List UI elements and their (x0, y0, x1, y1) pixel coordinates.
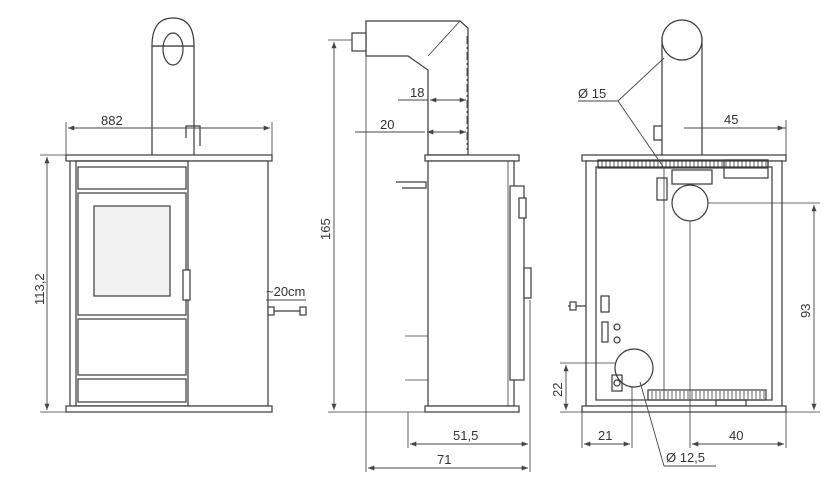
front-glass-window (93, 205, 171, 297)
outlet-height-label: 93 (798, 304, 813, 318)
air-inlet-offset-label: 21 (598, 428, 612, 443)
side-view: 165 18 20 51,5 71 (318, 20, 532, 472)
flue-offset-label: 20 (380, 117, 394, 132)
side-body (427, 160, 515, 407)
front-height-label: 113,2 (32, 273, 47, 305)
rear-flue-outlet (671, 184, 709, 222)
front-width-label: 882 (101, 113, 123, 128)
side-flue-collar (351, 32, 367, 52)
cable-length-label: ~20cm (266, 284, 305, 299)
flue-offset-top-label: 18 (410, 85, 424, 100)
rear-fan-box (723, 159, 769, 179)
side-rear-stub (396, 181, 427, 189)
rear-bottom-grille (647, 389, 767, 401)
front-door-handle (182, 269, 191, 301)
front-flue-opening (162, 32, 184, 66)
rear-flue-handle (653, 125, 662, 141)
front-lower-panel (77, 318, 187, 376)
rear-terminal-strip (601, 321, 609, 343)
front-top-plate (65, 154, 273, 162)
side-height-label: 165 (318, 218, 333, 240)
front-view: ~20cm 882 113,2 (32, 17, 307, 413)
rear-control-box (671, 169, 713, 185)
front-top-drawer (77, 166, 187, 190)
outlet-diameter-label: Ø 15 (578, 86, 606, 101)
air-inlet-diameter-label: Ø 12,5 (666, 450, 705, 465)
side-base (424, 405, 520, 413)
rear-switch (600, 295, 610, 313)
front-flue-pipe (151, 45, 195, 157)
side-depth-total-label: 71 (437, 452, 451, 467)
front-door (77, 192, 187, 316)
rear-air-inlet-socket (611, 374, 623, 392)
air-inlet-height-label: 22 (550, 383, 565, 397)
side-depth-body-label: 51,5 (453, 428, 478, 443)
outlet-offset-label: 45 (724, 112, 738, 127)
rear-flue-top (661, 19, 703, 61)
side-door-handle (523, 267, 532, 299)
side-top-plate (424, 154, 520, 162)
front-ash-drawer (77, 378, 187, 403)
front-flue-cap (151, 17, 195, 47)
front-base (65, 405, 273, 413)
rear-view: Ø 15 45 93 22 21 40 Ø 12,5 (550, 19, 820, 467)
outlet-side-label: 40 (729, 428, 743, 443)
rear-base (581, 405, 787, 413)
rear-air-inlet (614, 348, 654, 388)
